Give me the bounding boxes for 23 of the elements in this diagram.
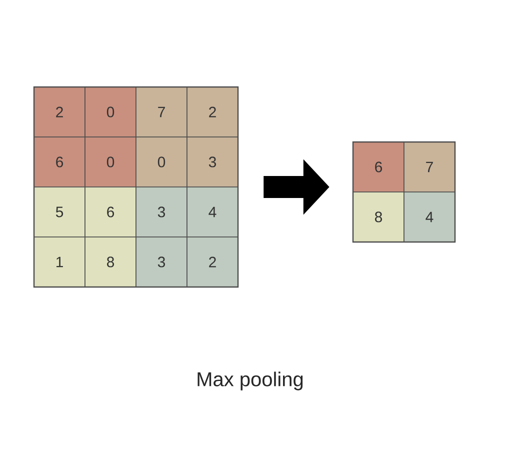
grid-cell: 2	[186, 86, 238, 138]
grid-cell: 0	[84, 136, 136, 188]
grid-cell: 8	[352, 192, 404, 242]
grid-cell: 6	[84, 186, 136, 238]
grid-cell: 8	[84, 236, 136, 288]
grid-cell: 6	[34, 136, 86, 188]
grid	[352, 141, 456, 243]
grid-cell: 2	[186, 236, 238, 288]
grid-cell: 0	[84, 86, 136, 138]
grid-cell: 5	[34, 186, 86, 238]
grid-cell: 4	[404, 192, 456, 242]
grid	[33, 86, 239, 288]
grid-cell: 7	[404, 142, 456, 192]
grid-cell: 0	[136, 136, 188, 188]
grid-cell: 2	[34, 86, 86, 138]
grid-cell: 4	[186, 186, 238, 238]
grid-cell: 1	[34, 236, 86, 288]
grid-cell: 3	[186, 136, 238, 188]
grid-cell: 3	[136, 236, 188, 288]
caption: Max pooling	[198, 372, 303, 390]
grid-cell: 7	[136, 86, 188, 138]
grid-cell: 6	[352, 142, 404, 192]
grid-cell: 3	[136, 186, 188, 238]
